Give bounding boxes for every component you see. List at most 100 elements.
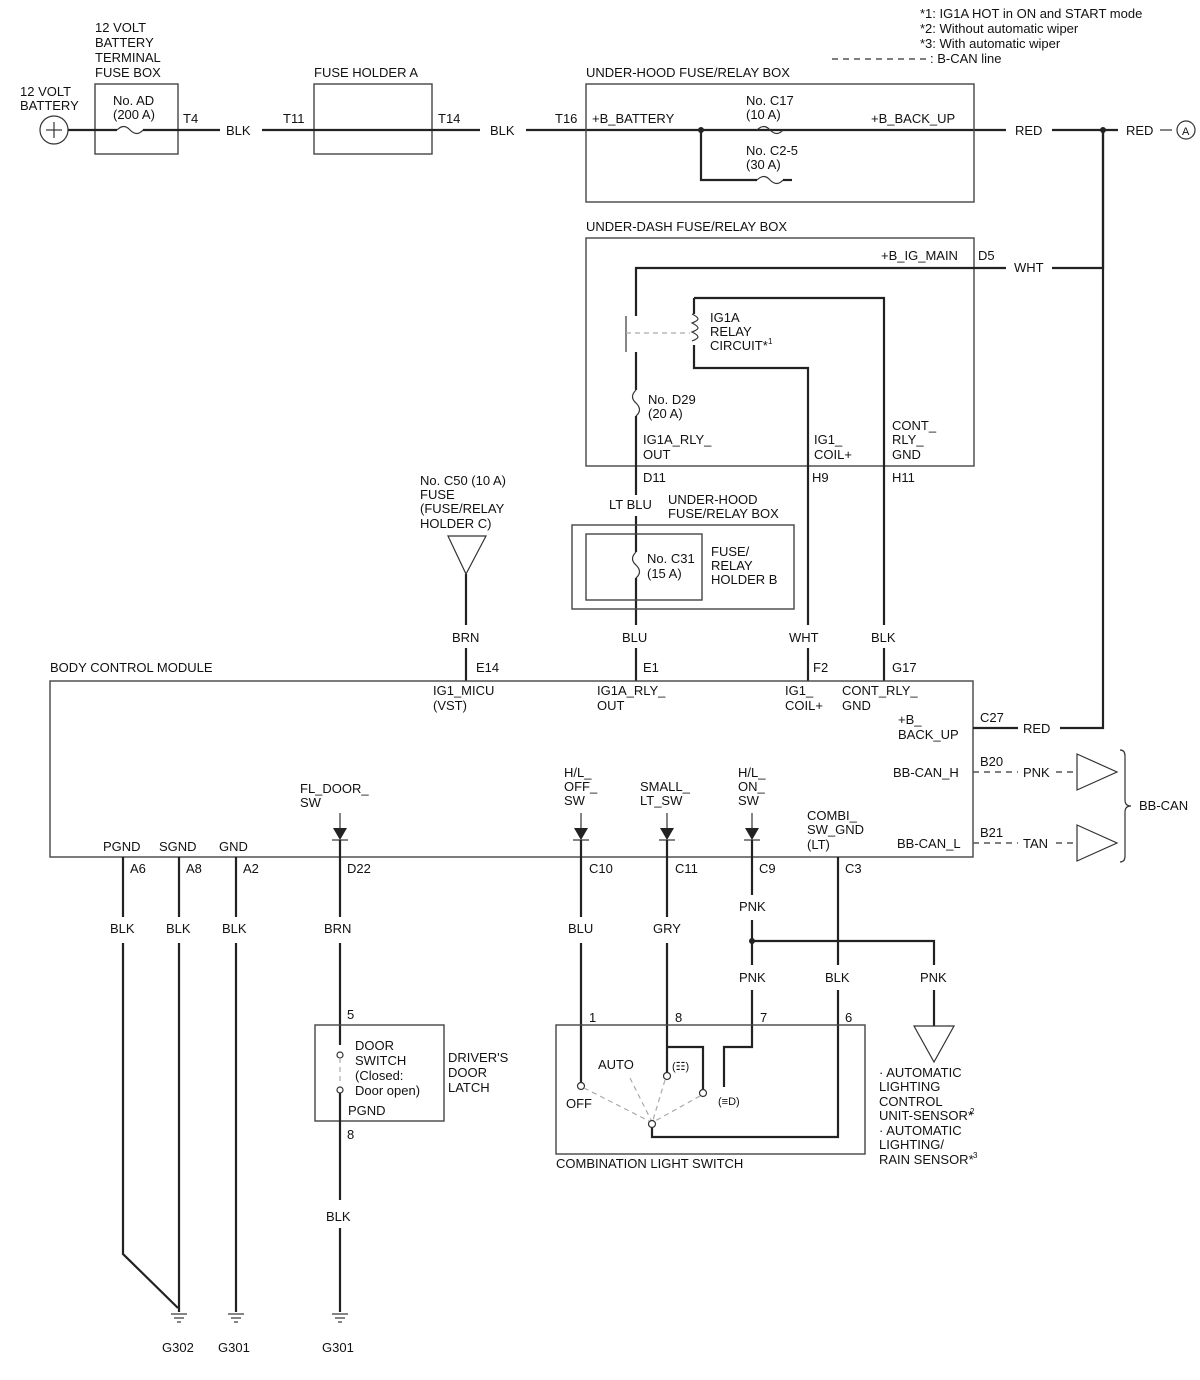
terminal-t14: T14 xyxy=(438,111,460,126)
bcm-pgnd: PGND xyxy=(103,839,141,854)
fuse-ad-rating: (200 A) xyxy=(113,107,155,122)
terminal-c3: C3 xyxy=(845,861,862,876)
sensor-label-3: CONTROL xyxy=(879,1094,943,1109)
sensor-sup-2: 2 xyxy=(970,1107,975,1116)
label-ig1-coil-2: COIL+ xyxy=(814,447,852,462)
bb-can-h-icon xyxy=(1076,753,1119,791)
sensor-label-7: RAIN SENSOR* xyxy=(879,1152,974,1167)
connector-a-label: A xyxy=(1182,126,1190,138)
legend-notes: *1: IG1A HOT in ON and START mode *2: Wi… xyxy=(832,6,1142,66)
wire-label-wht1: WHT xyxy=(1014,260,1044,275)
bcm-bb-can-l: BB-CAN_L xyxy=(897,836,961,851)
relay-coil-icon xyxy=(690,313,699,342)
wire-label-red2: RED xyxy=(1126,123,1153,138)
combination-switch-label: COMBINATION LIGHT SWITCH xyxy=(556,1156,743,1171)
terminal-b20: B20 xyxy=(980,754,1003,769)
ground-g301a-icon xyxy=(228,1313,244,1323)
wire-label-blk-door: BLK xyxy=(326,1209,351,1224)
terminal-c9: C9 xyxy=(759,861,776,876)
terminal-e1: E1 xyxy=(643,660,659,675)
fuse-c50: No. C50 (10 A) FUSE (FUSE/RELAY HOLDER C… xyxy=(420,473,506,576)
under-dash-box-label: UNDER-DASH FUSE/RELAY BOX xyxy=(586,219,787,234)
wire-label-ltblu: LT BLU xyxy=(609,497,652,512)
terminal-c11: C11 xyxy=(675,861,698,876)
bcm-hl-on-3: SW xyxy=(738,793,760,808)
bcm-hl-off-1: H/L_ xyxy=(564,765,592,780)
bcm-label: BODY CONTROL MODULE xyxy=(50,660,213,675)
wire-label-blk3: BLK xyxy=(871,630,896,645)
bcm-cont-2: GND xyxy=(842,698,871,713)
uh2-box xyxy=(571,524,795,610)
label-cont-rly-gnd-2: RLY_ xyxy=(892,432,924,447)
terminal-t4: T4 xyxy=(183,111,198,126)
terminal-c27: C27 xyxy=(980,710,1004,725)
battery-label-1: 12 VOLT xyxy=(20,84,71,99)
wire-label-tan-l: TAN xyxy=(1023,836,1048,851)
bcm-cont-1: CONT_RLY_ xyxy=(842,683,918,698)
wire-label-blk-a8: BLK xyxy=(166,921,191,936)
connector-a-icon xyxy=(1176,120,1196,140)
terminal-d22: D22 xyxy=(347,861,371,876)
terminal-e14: E14 xyxy=(476,660,499,675)
bcm-ig1-micu-1: IG1_MICU xyxy=(433,683,494,698)
bcm-box xyxy=(49,680,974,858)
wire-label-brn1: BRN xyxy=(452,630,479,645)
door-pin-5: 5 xyxy=(347,1007,354,1022)
under-dash-fuse-box: UNDER-DASH FUSE/RELAY BOX +B_IG_MAIN D5 … xyxy=(585,130,1105,485)
terminal-h11: H11 xyxy=(892,470,915,485)
switch-head-contact xyxy=(698,1088,708,1098)
label-ig1-coil-1: IG1_ xyxy=(814,432,843,447)
bcm-fl-door-1: FL_DOOR_ xyxy=(300,781,369,796)
door-switch-circuit: BRN 5 DOOR SWITCH (Closed: Door open) PG… xyxy=(314,857,509,1355)
switch-common-contact xyxy=(647,1119,657,1129)
bcm-small-lt-2: LT_SW xyxy=(640,793,683,808)
fuse-c31-label: No. C31 xyxy=(647,551,695,566)
terminal-c10: C10 xyxy=(589,861,613,876)
combi-pin-6: 6 xyxy=(845,1010,852,1025)
bcm-small-lt-1: SMALL_ xyxy=(640,779,691,794)
under-hood-box-label: UNDER-HOOD FUSE/RELAY BOX xyxy=(586,65,790,80)
fuse-d29-icon xyxy=(631,389,641,417)
door-pin-8: 8 xyxy=(347,1127,354,1142)
relay-label-2: RELAY xyxy=(710,324,752,339)
bb-can-label: BB-CAN xyxy=(1139,798,1188,813)
sensor-label-1: · AUTOMATIC xyxy=(879,1065,962,1080)
tfb-box xyxy=(94,83,179,155)
label-cont-rly-gnd-3: GND xyxy=(892,447,921,462)
fuse-c25-icon xyxy=(756,175,784,185)
bcm-output-pins: A6 A8 A2 D22 C10 C11 C9 C3 xyxy=(130,861,862,876)
fuse-holder-b-box xyxy=(585,533,703,601)
bcm-hl-on-1: H/L_ xyxy=(738,765,766,780)
terminal-b-ig-main: +B_IG_MAIN xyxy=(881,248,958,263)
fuse-holder-a: FUSE HOLDER A T11 T14 xyxy=(283,65,460,155)
wire-label-blk-a2: BLK xyxy=(222,921,247,936)
combi-pin-8: 8 xyxy=(675,1010,682,1025)
terminal-h9: H9 xyxy=(812,470,829,485)
note-1: *1: IG1A HOT in ON and START mode xyxy=(920,6,1142,21)
wire-label-brn-d22: BRN xyxy=(324,921,351,936)
sensor-label-4: UNIT-SENSOR* xyxy=(879,1108,973,1123)
switch-off-contact xyxy=(576,1081,586,1091)
wire-label-pnk-h: PNK xyxy=(1023,765,1050,780)
bcm-ig1-micu-2: (VST) xyxy=(433,698,467,713)
door-switch-label-4: Door open) xyxy=(355,1083,420,1098)
wire-label-blk-a6: BLK xyxy=(110,921,135,936)
fuse-d29-rating: (20 A) xyxy=(648,406,683,421)
fuse-c31-icon xyxy=(631,551,641,579)
bcm-input-wires: LT BLU BRN BLU WHT BLK xyxy=(452,470,896,681)
bcm-hl-off-3: SW xyxy=(564,793,586,808)
note-3: *3: With automatic wiper xyxy=(920,36,1061,51)
door-latch-label-2: DOOR xyxy=(448,1065,487,1080)
bcm-fl-door-2: SW xyxy=(300,795,322,810)
battery-label-2: BATTERY xyxy=(20,98,79,113)
c50-label-2: FUSE xyxy=(420,487,455,502)
combi-pin-1: 1 xyxy=(589,1010,596,1025)
bcm-combi-gnd-2: SW_GND xyxy=(807,822,864,837)
fuse-d29-label: No. D29 xyxy=(648,392,696,407)
tfb-label-1: 12 VOLT xyxy=(95,20,146,35)
door-latch-box xyxy=(314,1024,445,1122)
terminal-a8: A8 xyxy=(186,861,202,876)
ground-wires: BLK BLK BLK G302 G301 xyxy=(110,857,250,1355)
